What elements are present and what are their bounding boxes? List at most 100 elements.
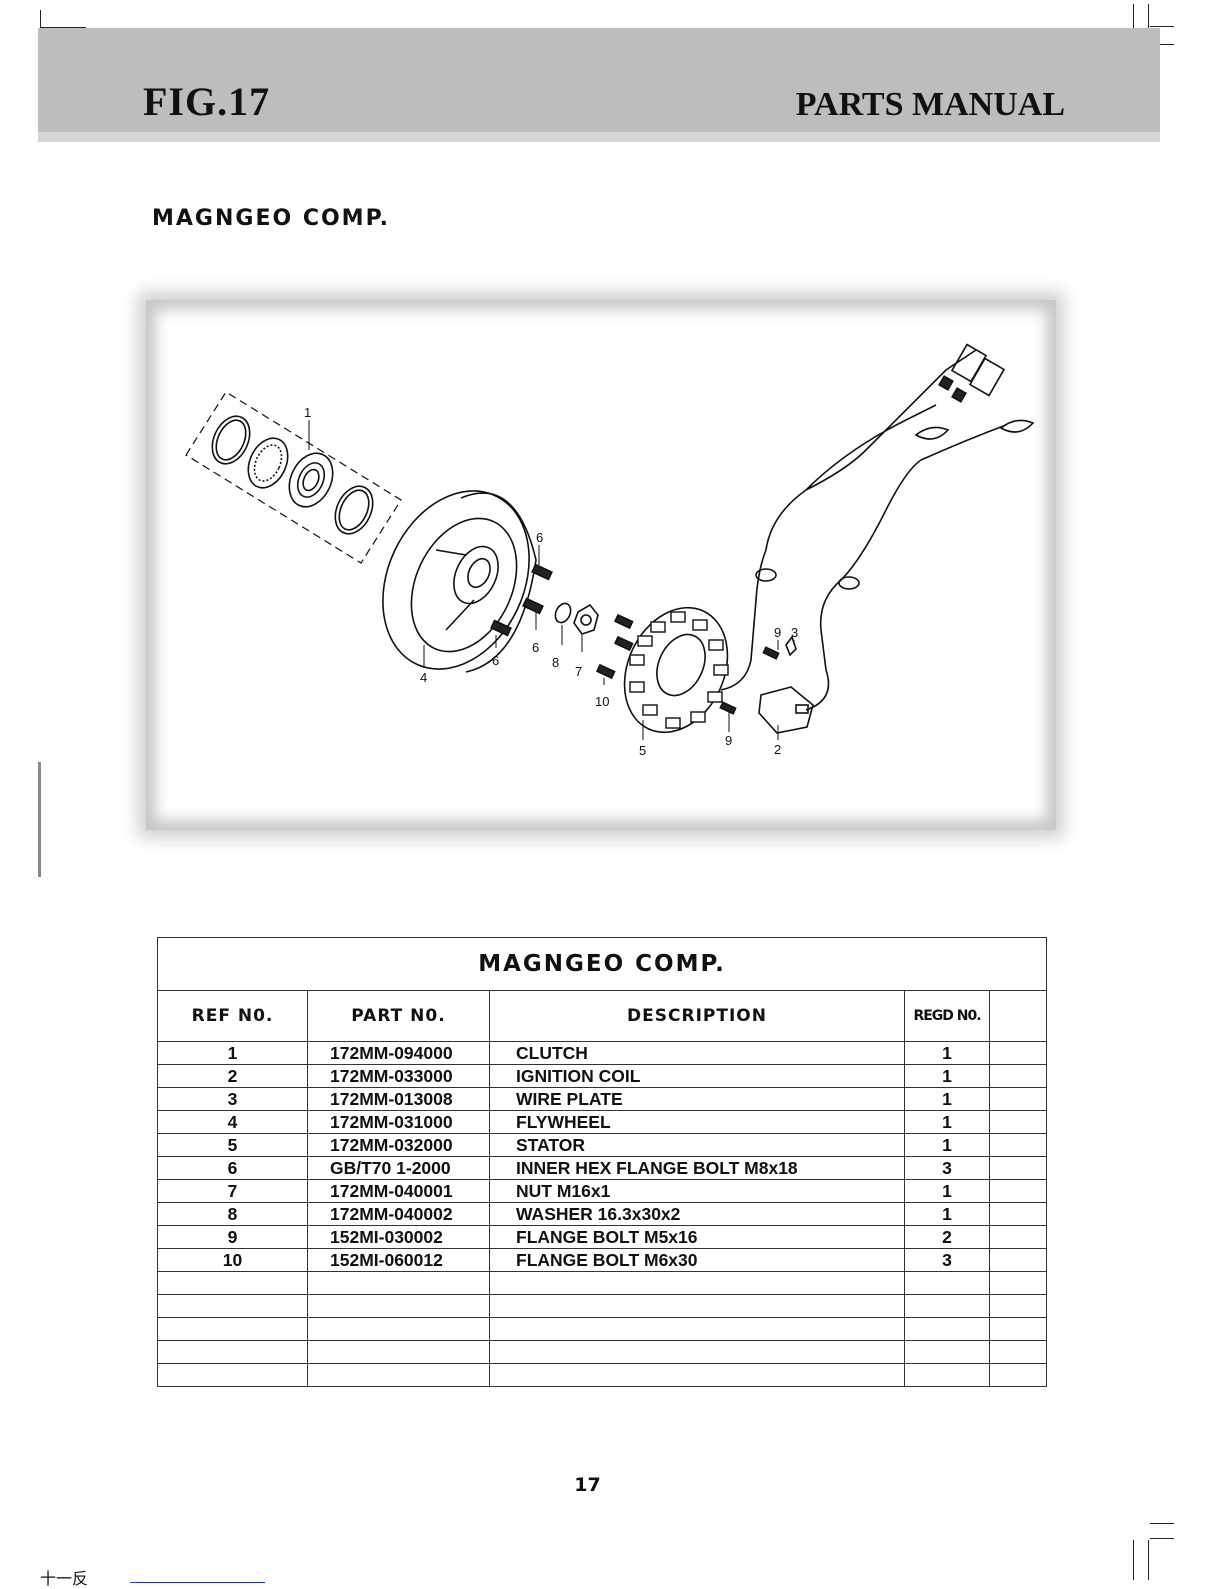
connector-1 [950, 343, 988, 383]
cell-empty [489, 1363, 905, 1387]
cell-ref: 7 [157, 1179, 308, 1203]
callout-3: 3 [791, 625, 798, 640]
cell-empty [904, 1271, 990, 1295]
cell-ref: 10 [157, 1248, 308, 1272]
cell-empty [988, 1294, 1048, 1318]
cell-empty [307, 1317, 490, 1341]
cell-part-no: 172MM-031000 [307, 1110, 490, 1134]
cell-part-no: 152MI-030002 [307, 1225, 490, 1249]
cell-description: INNER HEX FLANGE BOLT M8x18 [489, 1156, 905, 1180]
callout-8: 8 [552, 655, 559, 670]
cell-qty: 1 [904, 1179, 990, 1203]
cell-description: STATOR [489, 1133, 905, 1157]
cell-part-no: 172MM-040002 [307, 1202, 490, 1226]
cell-empty [157, 1317, 308, 1341]
cell-ref: 8 [157, 1202, 308, 1226]
connector-2 [968, 357, 1006, 397]
table-caption: MAGNGEO COMP. [156, 937, 1048, 991]
callout-1: 1 [304, 405, 311, 420]
cell-empty [157, 1363, 308, 1387]
exploded-diagram: 1 2 3 4 5 6 6 6 7 8 9 9 10 [146, 300, 1056, 830]
clutch-ring-1 [211, 415, 251, 465]
col-header-blank [988, 990, 1048, 1042]
cell-qty: 1 [904, 1133, 990, 1157]
stator-wire-harness [720, 349, 977, 691]
cell-ref: 2 [157, 1064, 308, 1088]
crop-mark-top-right-h1 [1150, 26, 1174, 27]
cell-qty: 1 [904, 1087, 990, 1111]
callout-6c: 6 [532, 640, 539, 655]
crop-mark-top-right-v2 [1148, 4, 1149, 28]
cell-qty: 1 [904, 1041, 990, 1065]
figure-label: FIG.17 [143, 79, 271, 124]
page-header-band: FIG.17 PARTS MANUAL [38, 28, 1160, 142]
cell-part-no: 172MM-040001 [307, 1179, 490, 1203]
cell-empty [904, 1340, 990, 1364]
cell-blank [988, 1179, 1048, 1203]
ignition-coil-2 [758, 686, 814, 734]
callout-2: 2 [774, 742, 781, 757]
clutch-hub [288, 452, 334, 508]
table-row-empty [157, 1317, 1048, 1341]
terminal-leaf-2 [999, 419, 1035, 433]
callout-6b: 6 [492, 653, 499, 668]
cell-empty [904, 1294, 990, 1318]
cell-empty [489, 1294, 905, 1318]
stator-outer [623, 606, 729, 734]
col-header-ref: REF N0. [157, 990, 308, 1042]
callout-4: 4 [420, 670, 427, 685]
cell-ref: 4 [157, 1110, 308, 1134]
footer-note: 十一反 [40, 1569, 89, 1588]
clutch-ring-2 [334, 485, 374, 535]
cell-qty: 2 [904, 1225, 990, 1249]
col-header-description: DESCRIPTION [489, 990, 905, 1042]
crop-mark-bottom-right-h1 [1150, 1538, 1174, 1539]
table-row-empty [157, 1340, 1048, 1364]
crop-mark-bottom-right-h2 [1150, 1523, 1174, 1524]
flywheel-boss [453, 545, 499, 605]
cell-description: IGNITION COIL [489, 1064, 905, 1088]
crop-mark-top-left-v [40, 10, 41, 28]
col-header-regd: REGD N0. [904, 990, 990, 1042]
crop-mark-top-left-h [40, 27, 86, 28]
cell-description: NUT M16x1 [489, 1179, 905, 1203]
manual-label: PARTS MANUAL [795, 86, 1065, 123]
cell-part-no: 172MM-033000 [307, 1064, 490, 1088]
cell-blank [988, 1225, 1048, 1249]
wire-plate-3 [785, 635, 797, 657]
cell-ref: 5 [157, 1133, 308, 1157]
crop-mark-top-right-v1 [1133, 4, 1134, 28]
cell-ref: 1 [157, 1041, 308, 1065]
cell-empty [307, 1340, 490, 1364]
scan-edge-bar [38, 762, 41, 877]
crop-mark-bottom-right-v1 [1133, 1540, 1134, 1580]
cell-part-no: GB/T70 1-2000 [307, 1156, 490, 1180]
cell-ref: 6 [157, 1156, 308, 1180]
cell-description: CLUTCH [489, 1041, 905, 1065]
cell-empty [904, 1363, 990, 1387]
cell-empty [489, 1340, 905, 1364]
cell-empty [988, 1340, 1048, 1364]
cell-blank [988, 1064, 1048, 1088]
cell-blank [988, 1248, 1048, 1272]
table-header-row: REF N0. PART N0. DESCRIPTION REGD N0. [157, 990, 1048, 1042]
flywheel-outer [382, 490, 530, 670]
table-row-empty [157, 1363, 1048, 1387]
cell-ref: 3 [157, 1087, 308, 1111]
cell-blank [988, 1087, 1048, 1111]
table-row-empty [157, 1294, 1048, 1318]
cell-qty: 1 [904, 1110, 990, 1134]
cell-part-no: 172MM-032000 [307, 1133, 490, 1157]
cell-empty [307, 1363, 490, 1387]
crop-mark-bottom-right-v2 [1148, 1540, 1149, 1580]
